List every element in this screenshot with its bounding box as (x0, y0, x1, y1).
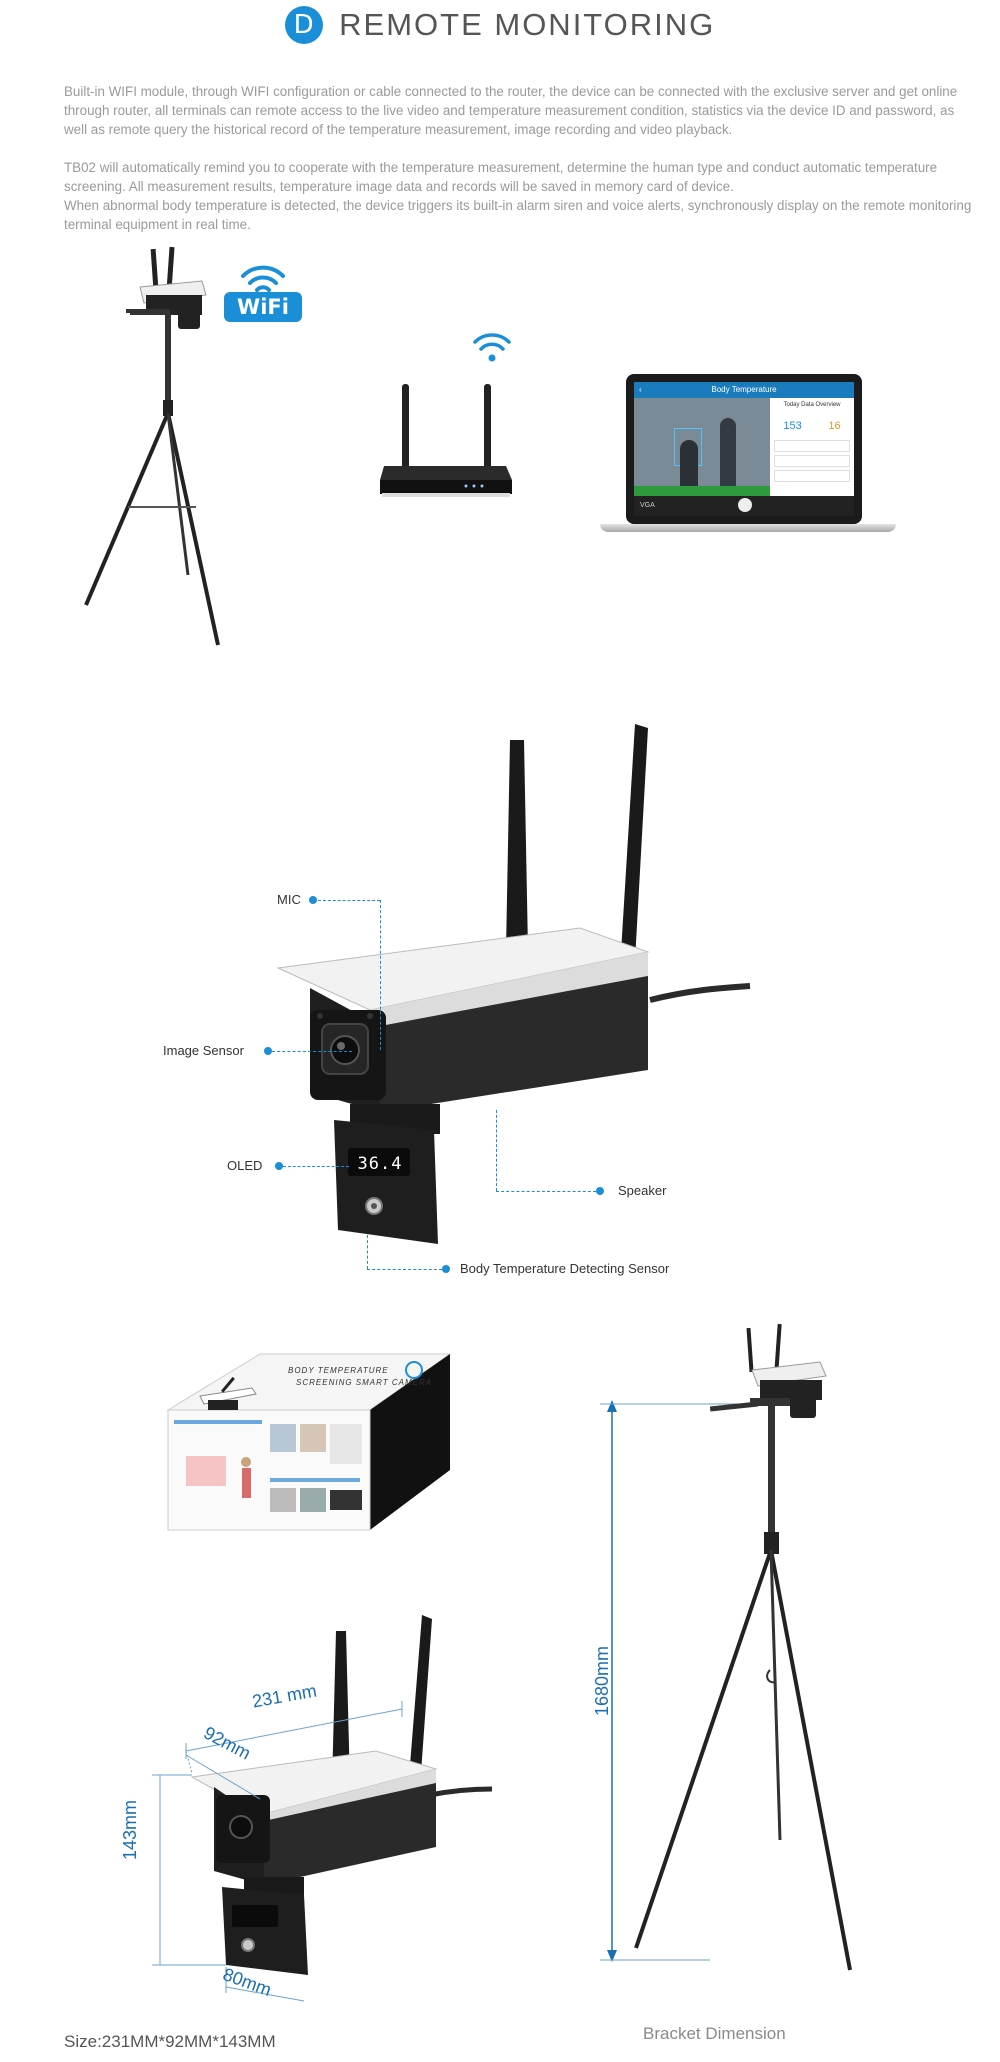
wifi-signal-icon (241, 265, 285, 292)
intro-paragraph-1: Built-in WIFI module, through WIFI confi… (64, 84, 958, 137)
image-sensor-label: Image Sensor (163, 1043, 244, 1058)
intro-paragraph-3: When abnormal body temperature is detect… (64, 198, 972, 232)
camera-dimension-illustration (152, 1615, 493, 2002)
mic-button[interactable] (738, 498, 752, 512)
speaker-dot (596, 1187, 604, 1195)
intro-paragraph-2: TB02 will automatically remind you to co… (64, 160, 938, 194)
camera-anatomy-illustration (276, 724, 751, 1244)
resolution-button[interactable]: VGA (640, 502, 655, 509)
screen-back-icon[interactable]: ‹ (639, 385, 642, 394)
section-title: REMOTE MONITORING (339, 7, 716, 42)
size-caption: Size:231MM*92MM*143MM (64, 2032, 276, 2051)
body-temp-sensor-dot (442, 1265, 450, 1273)
screen-toolbar: VGA (634, 496, 854, 516)
bracket-dimension-illustration (600, 1323, 852, 1971)
screen-overview-panel: Today Data Overview 153 16 (770, 398, 854, 496)
router-illustration (380, 384, 512, 497)
oled-reading: 36.4 (357, 1154, 403, 1174)
mic-dot (309, 896, 317, 904)
box-title-line-1: BODY TEMPERATURE (288, 1366, 389, 1375)
body-temp-sensor-label: Body Temperature Detecting Sensor (460, 1261, 670, 1276)
oled-dot (275, 1162, 283, 1170)
screen-title-bar: ‹ Body Temperature (634, 382, 854, 398)
bracket-caption: Bracket Dimension (643, 2024, 786, 2043)
screen-video-feed (634, 398, 770, 496)
oled-label: OLED (227, 1158, 263, 1173)
tripod-camera-illustration (84, 246, 220, 646)
speaker-label: Speaker (618, 1183, 667, 1198)
laptop-monitor: ‹ Body Temperature Today Data Overview 1… (600, 374, 896, 540)
wifi-badge: WiFi (224, 262, 302, 322)
box-title-line-2: SCREENING SMART CAMERA (296, 1378, 433, 1387)
section-badge: D (284, 6, 323, 44)
laptop-screen: ‹ Body Temperature Today Data Overview 1… (634, 382, 854, 516)
overview-title: Today Data Overview (783, 402, 841, 408)
screen-title: Body Temperature (711, 385, 777, 394)
dim-height-label: 143mm (120, 1799, 140, 1860)
wifi-label: WiFi (224, 292, 302, 322)
bracket-height-label: 1680mm (592, 1645, 612, 1716)
product-box-illustration (166, 1353, 452, 1531)
section-header: D REMOTE MONITORING (0, 6, 1000, 44)
image-sensor-dot (264, 1047, 272, 1055)
router-wifi-icon (473, 333, 511, 362)
mic-label: MIC (277, 892, 301, 907)
normal-count: 153 (783, 420, 802, 432)
abnormal-count: 16 (828, 420, 841, 432)
